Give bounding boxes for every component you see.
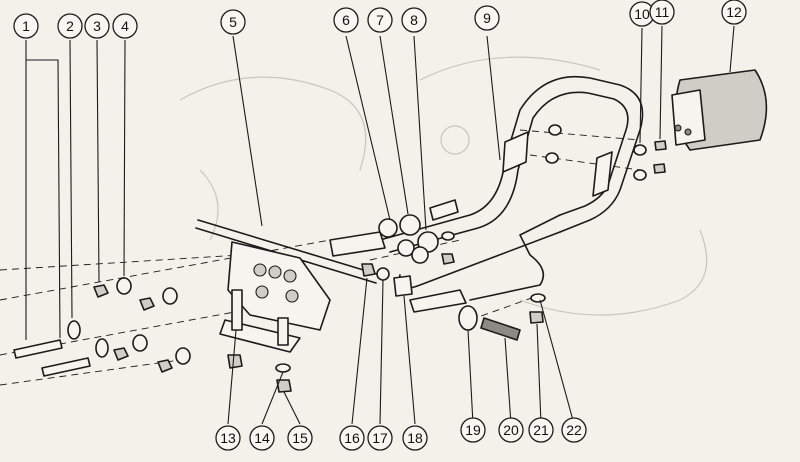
callout-18: 18	[402, 425, 428, 451]
callout-circle	[402, 425, 428, 451]
callout-19: 19	[460, 417, 486, 443]
background-ghost-art	[179, 56, 708, 316]
callout-circle	[333, 7, 359, 33]
callout-number: 12	[726, 4, 742, 20]
callout-20: 20	[498, 417, 524, 443]
leader-lines	[25, 25, 735, 425]
callout-number: 3	[93, 18, 101, 34]
callout-number: 8	[410, 12, 418, 28]
callout-circle	[13, 13, 39, 39]
callout-number: 17	[372, 430, 388, 446]
callout-12: 12	[721, 0, 747, 25]
callout-number: 7	[376, 12, 384, 28]
callout-circle	[367, 425, 393, 451]
callout-7: 7	[367, 7, 393, 33]
callout-number: 4	[121, 18, 129, 34]
callout-8: 8	[401, 7, 427, 33]
callout-22: 22	[561, 417, 587, 443]
guard-frame	[329, 75, 644, 313]
callout-17: 17	[367, 425, 393, 451]
callout-13: 13	[215, 425, 241, 451]
callout-11: 11	[649, 0, 675, 25]
callout-number: 11	[655, 4, 670, 20]
callout-circle	[401, 7, 427, 33]
callout-circle	[528, 417, 554, 443]
callout-number: 20	[503, 422, 519, 438]
callout-circle	[721, 0, 747, 25]
callout-number: 10	[634, 6, 650, 22]
callout-number: 22	[566, 422, 582, 438]
callout-number: 15	[292, 430, 308, 446]
callout-14: 14	[249, 425, 275, 451]
callout-number: 6	[342, 12, 350, 28]
callout-number: 19	[465, 422, 481, 438]
callout-9: 9	[474, 5, 500, 31]
callout-circle	[220, 9, 246, 35]
callout-circle	[474, 5, 500, 31]
callout-number: 9	[483, 10, 491, 26]
callout-circle	[215, 425, 241, 451]
callout-number: 21	[533, 422, 549, 438]
callout-circle	[498, 417, 524, 443]
callout-circle	[112, 13, 138, 39]
callout-4: 4	[112, 13, 138, 39]
callout-circle	[339, 425, 365, 451]
callout-number: 1	[22, 18, 30, 34]
callout-circle	[249, 425, 275, 451]
callout-number: 16	[344, 430, 360, 446]
callout-3: 3	[84, 13, 110, 39]
callout-6: 6	[333, 7, 359, 33]
callout-2: 2	[57, 13, 83, 39]
callout-number: 14	[254, 430, 270, 446]
callout-circle	[649, 0, 675, 25]
callout-circle	[367, 7, 393, 33]
lamp-housing	[671, 69, 768, 151]
callout-number: 18	[407, 430, 423, 446]
callout-circle	[561, 417, 587, 443]
callout-circle	[460, 417, 486, 443]
callout-1: 1	[13, 13, 39, 39]
callout-circle	[287, 425, 313, 451]
callout-number: 2	[66, 18, 74, 34]
hardware-parts	[13, 124, 667, 393]
callout-circle	[57, 13, 83, 39]
callout-5: 5	[220, 9, 246, 35]
callout-number: 13	[220, 430, 236, 446]
callout-circle	[84, 13, 110, 39]
callout-16: 16	[339, 425, 365, 451]
callout-15: 15	[287, 425, 313, 451]
callout-number: 5	[229, 14, 237, 30]
callout-21: 21	[528, 417, 554, 443]
